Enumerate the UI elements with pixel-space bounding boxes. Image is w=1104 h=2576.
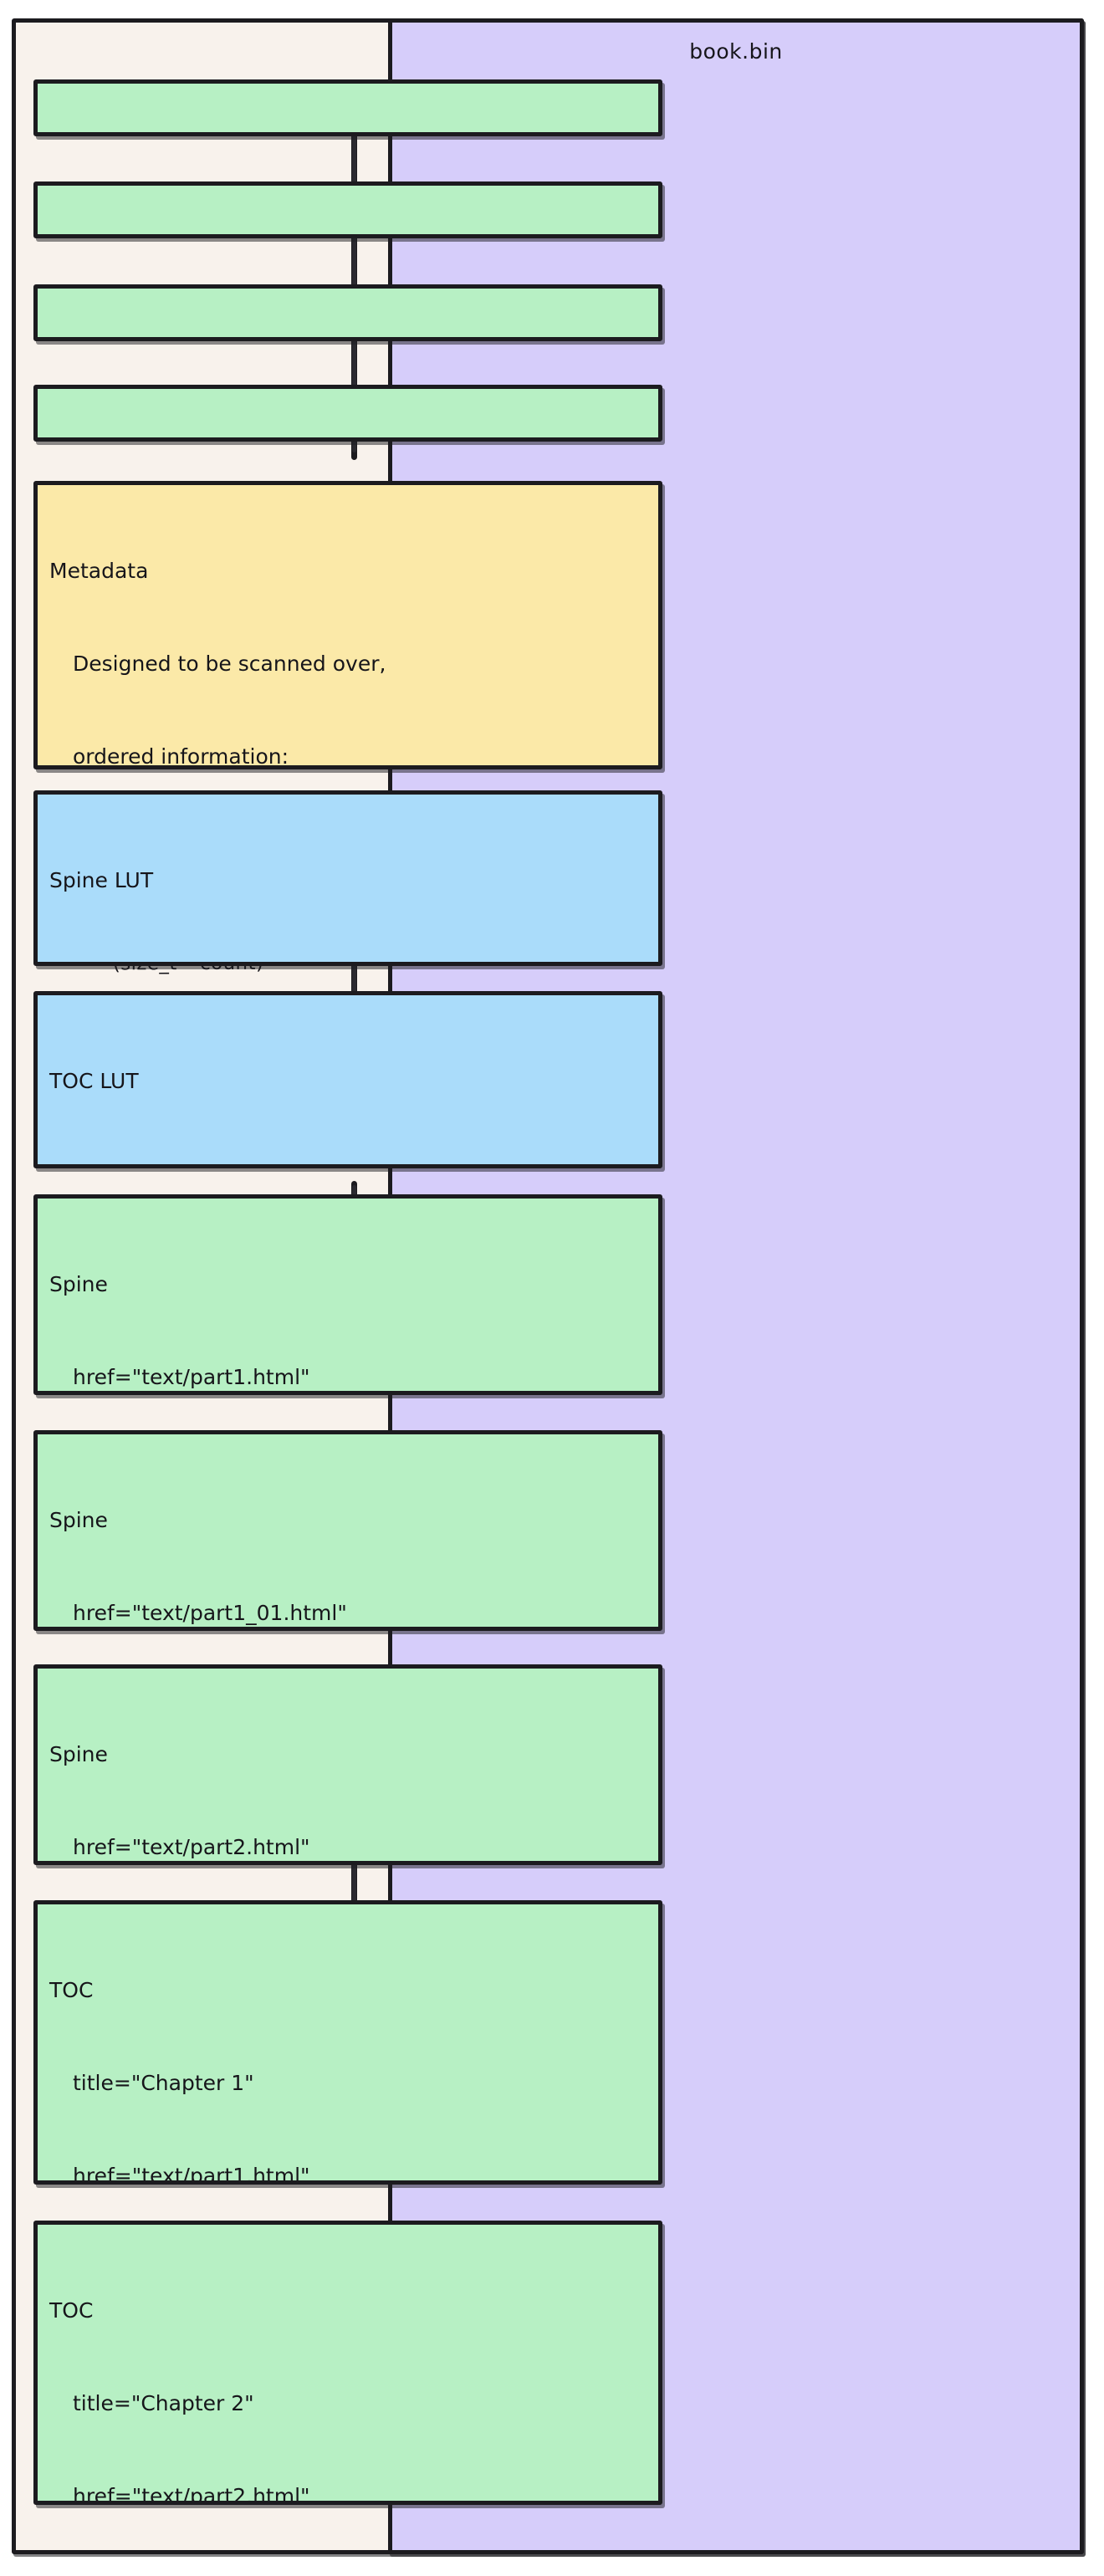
record-line: href="text/part1_01.html" — [73, 1601, 347, 1625]
record-line: Spine — [49, 1508, 108, 1532]
record-line: ordered information: — [73, 744, 289, 769]
bracket-fixed-size — [351, 79, 357, 460]
record-lut-offset: LUT Offset — [33, 181, 662, 238]
record-line: TOC LUT — [49, 1069, 139, 1093]
record-line: size_t item per TOC item pointing — [49, 1158, 647, 1164]
record-line: Metadata — [49, 559, 149, 583]
record-spine-1: Spine href="text/part1.html" cumSize=123… — [33, 1194, 662, 1395]
record-spine-2: Spine href="text/part1_01.html" cumSize=… — [33, 1430, 662, 1631]
record-toc-lut: TOC LUT size_t item per TOC item pointin… — [33, 991, 662, 1168]
record-line: TOC — [49, 2298, 94, 2323]
record-spine-count: Spine count — [33, 284, 662, 341]
record-toc-1: TOC title="Chapter 1" href="text/part1.h… — [33, 1900, 662, 2185]
record-line: title="Chapter 2" — [73, 2391, 254, 2415]
record-toc-2: TOC title="Chapter 2" href="text/part2.h… — [33, 2221, 662, 2505]
record-metadata: Metadata Designed to be scanned over, or… — [33, 481, 662, 769]
record-line: title="Chapter 1" — [73, 2071, 254, 2095]
file-title: book.bin — [689, 39, 783, 64]
record-line: size_t item per spine item pointing — [49, 958, 647, 962]
record-line: href="text/part1.html" — [73, 2164, 310, 2185]
record-line: Spine — [49, 1272, 108, 1296]
record-spine-lut: Spine LUT size_t item per spine item poi… — [33, 790, 662, 966]
record-toc-count: TOC count — [33, 385, 662, 442]
record-line: Designed to be scanned over, — [73, 652, 386, 676]
record-spine-3: Spine href="text/part2.html" cumSize=123… — [33, 1664, 662, 1865]
record-line: href="text/part1.html" — [73, 1365, 310, 1389]
record-version: VERSION = 1 — [33, 79, 662, 136]
record-line: href="text/part2.html" — [73, 2484, 310, 2505]
record-line: href="text/part2.html" — [73, 1835, 310, 1859]
bracket-knowable — [351, 795, 357, 1154]
record-line: Spine — [49, 1742, 108, 1766]
record-line: Spine LUT — [49, 868, 154, 892]
record-line: TOC — [49, 1978, 94, 2002]
